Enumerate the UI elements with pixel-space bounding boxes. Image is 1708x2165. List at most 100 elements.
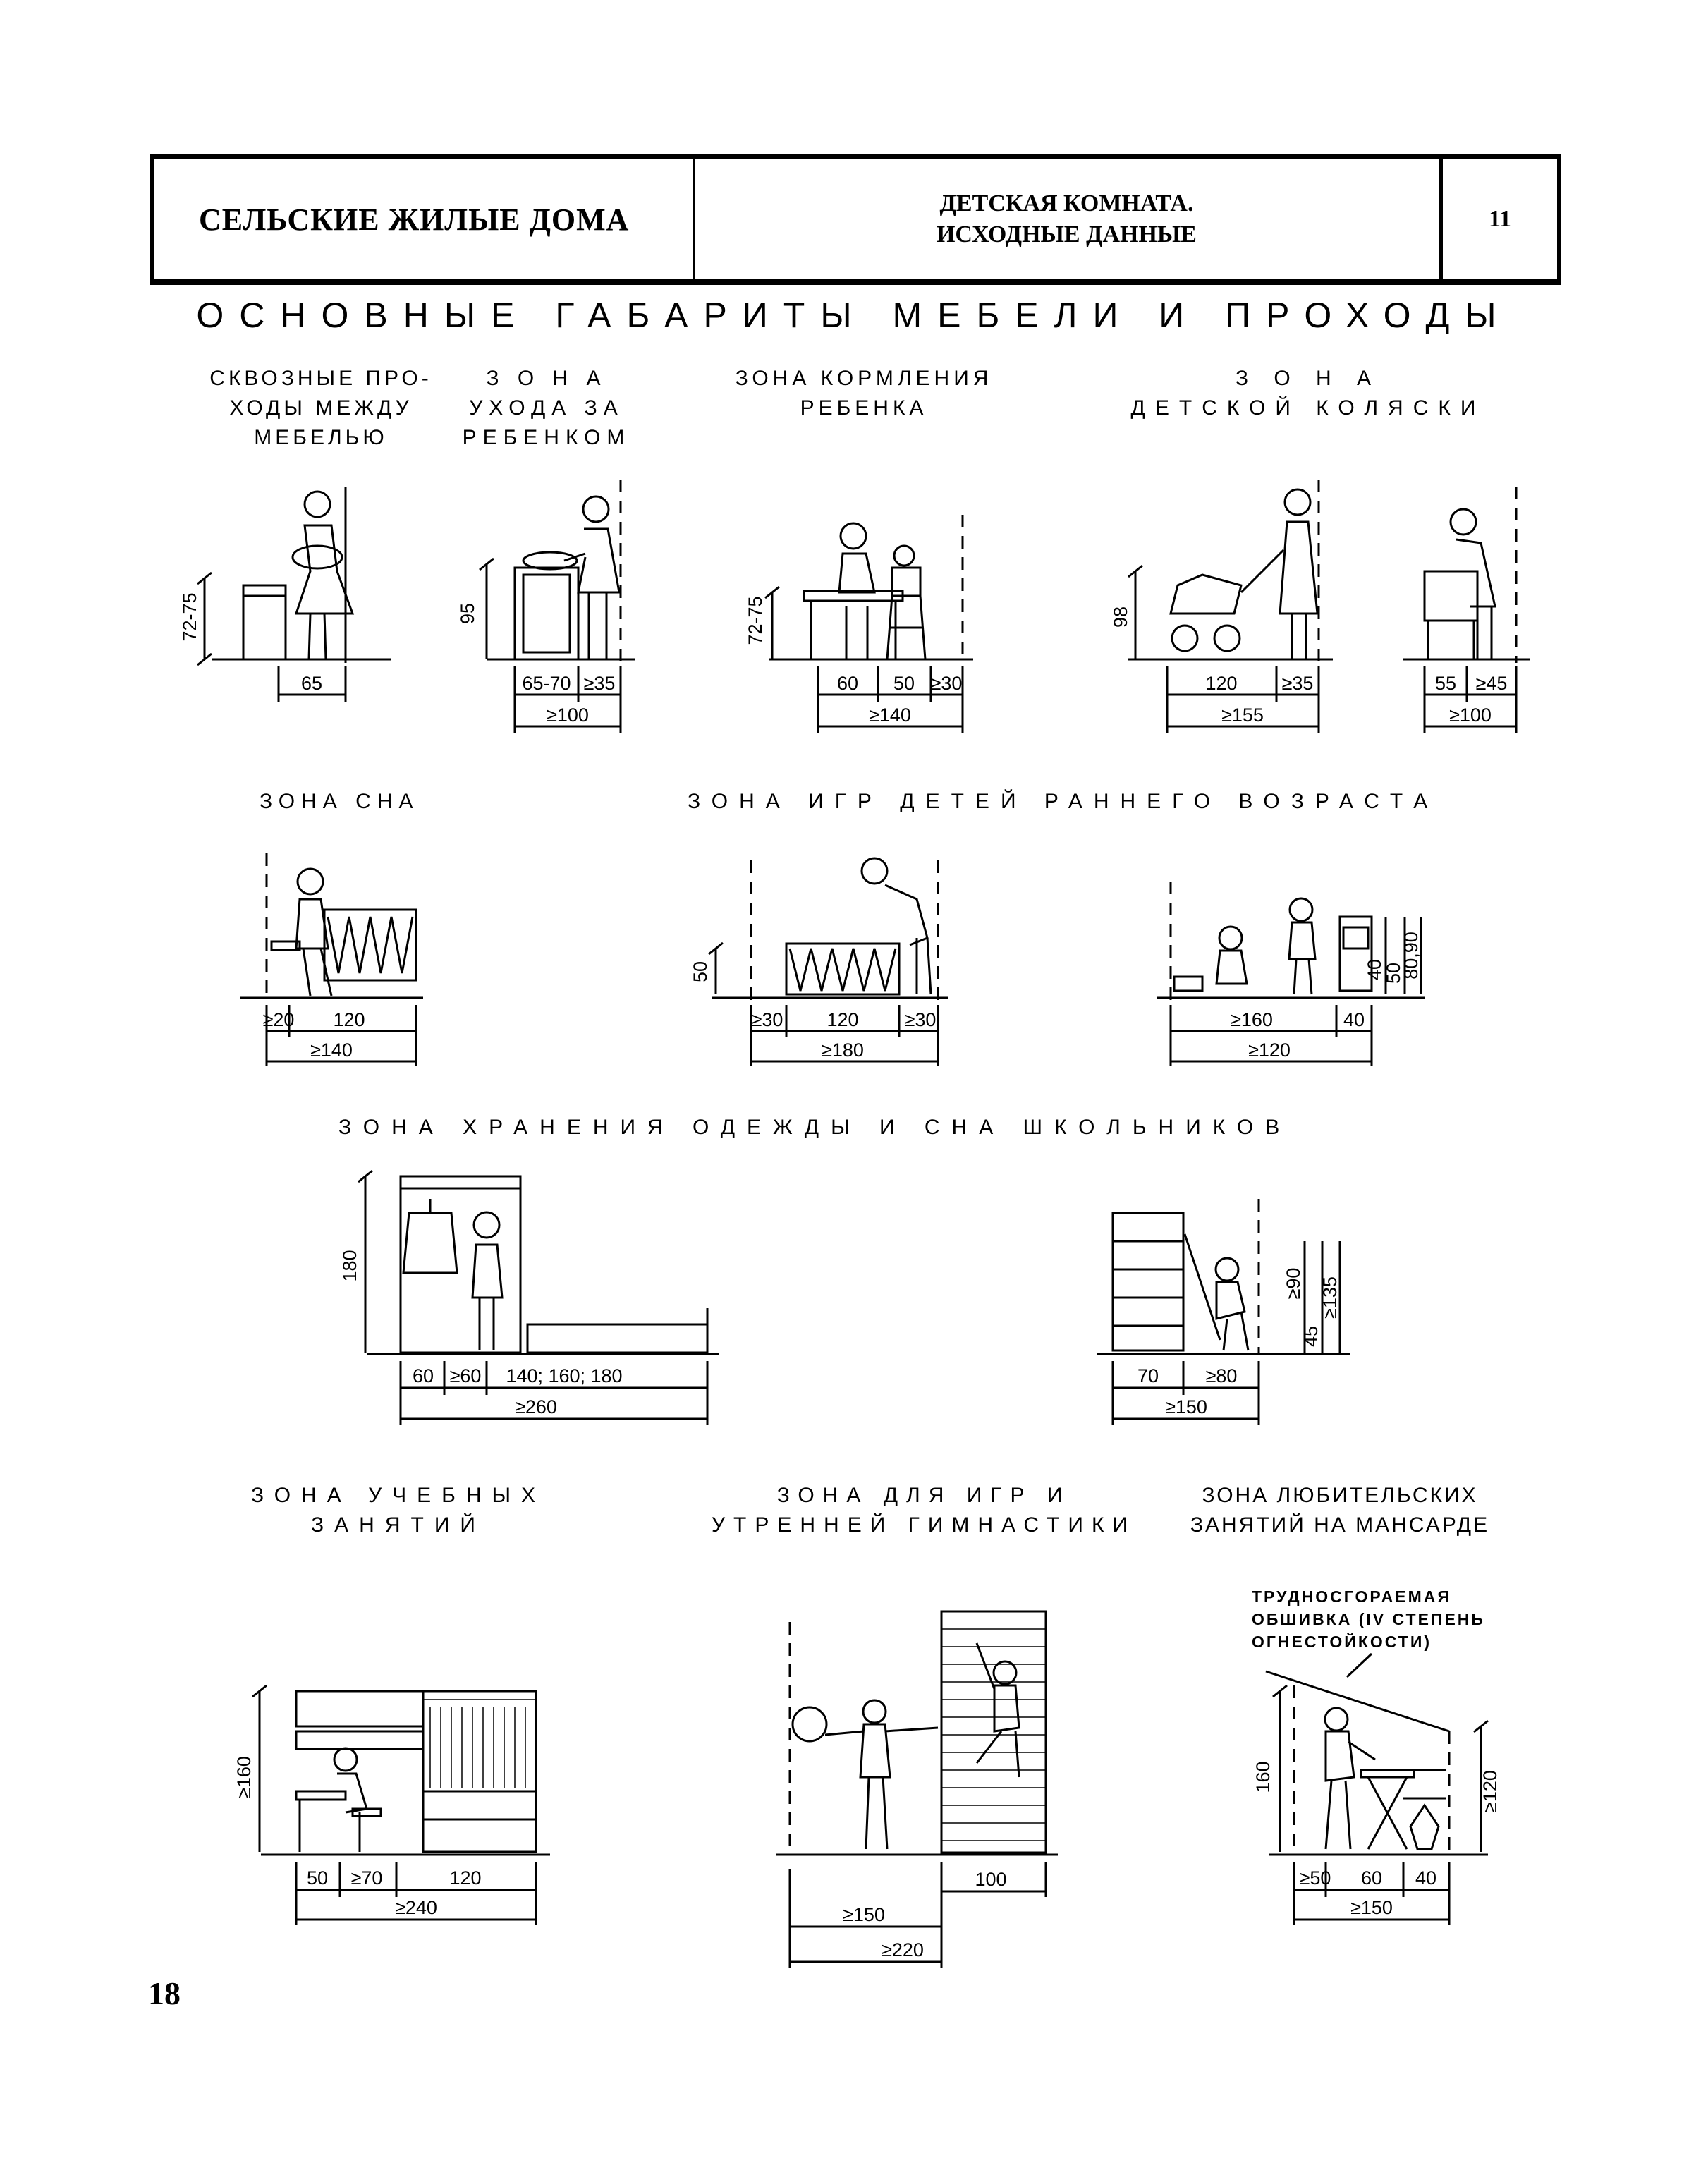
dim-7-total: ≥180 — [822, 1039, 864, 1061]
scene-bunk: ≥90 45 ≥135 70 ≥80 ≥150 — [1097, 1199, 1350, 1425]
dim-5-total: ≥100 — [1449, 705, 1492, 726]
dim-9-total: ≥260 — [515, 1396, 557, 1417]
dim-4-a: 120 — [1205, 673, 1237, 694]
scene-wardrobe-bed: 180 60 ≥60 140; 160; 180 ≥260 — [339, 1169, 719, 1425]
dim-10-b: ≥80 — [1206, 1365, 1238, 1386]
main-title: ОСНОВНЫЕ ГАБАРИТЫ МЕБЕЛИ И ПРОХОДЫ — [196, 295, 1512, 335]
dim-10-h3: ≥135 — [1319, 1276, 1341, 1319]
header-divider-1 — [693, 159, 695, 279]
toddler-figure-1 — [1215, 925, 1248, 985]
sheet-title: ДЕТСКАЯ КОМНАТА. ИСХОДНЫЕ ДАННЫЕ — [937, 188, 1197, 250]
stroller-figure — [1169, 549, 1285, 652]
dim-6-total: ≥140 — [310, 1039, 353, 1061]
toddler-figure-2 — [1288, 897, 1317, 995]
dim-2-b: ≥35 — [584, 673, 616, 694]
schoolboy-figure-1 — [471, 1211, 504, 1350]
woman-figure-3 — [838, 522, 876, 659]
zone-label-study: ЗОНА УЧЕБНЫХ ЗАНЯТИЙ — [250, 1484, 547, 1537]
dim-12-a: 100 — [975, 1869, 1006, 1890]
dim-8-h1: 40 — [1364, 959, 1385, 980]
dim-3-height: 72-75 — [745, 596, 766, 645]
dim-11-c: 120 — [449, 1867, 481, 1889]
dim-9-b: ≥60 — [450, 1365, 482, 1386]
header-title-cell: ДЕТСКАЯ КОМНАТА. ИСХОДНЫЕ ДАННЫЕ — [695, 159, 1439, 279]
scene-feeding: 72-75 60 50 ≥30 ≥140 — [745, 515, 973, 733]
scene-stroller: 98 120 ≥35 ≥155 — [1110, 480, 1333, 733]
dim-11-b: ≥70 — [351, 1867, 383, 1889]
child-figure-wallbars — [975, 1642, 1020, 1778]
sheet-title-line2: ИСХОДНЫЕ ДАННЫЕ — [936, 221, 1197, 248]
zone-label-feeding: ЗОНА КОРМЛЕНИЯ РЕБЕНКА — [735, 367, 993, 420]
dim-2-a: 65-70 — [522, 673, 571, 694]
dim-10-total: ≥150 — [1165, 1396, 1207, 1417]
dim-13-total: ≥150 — [1350, 1897, 1393, 1918]
dim-3-b: 50 — [893, 673, 915, 694]
dim-3-total: ≥140 — [869, 705, 911, 726]
header-left-border — [150, 159, 154, 279]
woman-figure-4 — [1279, 488, 1319, 659]
dim-7-height: 50 — [690, 961, 711, 982]
dim-6-b: 120 — [333, 1009, 365, 1030]
scene-attic: 160 ≥120 ≥50 60 40 ≥150 — [1252, 1652, 1501, 1925]
dim-8-b: 40 — [1343, 1009, 1365, 1030]
dim-7-c: ≥30 — [905, 1009, 937, 1030]
scene-stroller-2: 55 ≥45 ≥100 — [1403, 487, 1530, 733]
dim-9-c: 140; 160; 180 — [506, 1365, 622, 1386]
header-number-cell: 11 — [1443, 159, 1557, 279]
dim-8-total: ≥120 — [1248, 1039, 1291, 1061]
scene-passages: 72-75 65 — [179, 487, 391, 702]
dim-10-a: 70 — [1137, 1365, 1159, 1386]
sheet-title-line1: ДЕТСКАЯ КОМНАТА. — [939, 190, 1194, 216]
dim-7-a: ≥30 — [752, 1009, 783, 1030]
dim-11-total: ≥240 — [395, 1897, 437, 1918]
woman-figure-6 — [270, 867, 333, 996]
dim-4-total: ≥155 — [1221, 705, 1264, 726]
dim-6-a: ≥20 — [263, 1009, 295, 1030]
scene-care: 95 65-70 ≥35 ≥100 — [457, 480, 635, 733]
zone-label-passages: СКВОЗНЫЕ ПРО- ХОДЫ МЕЖДУ МЕБЕЛЬЮ — [209, 367, 432, 449]
zone-label-gym: ЗОНА ДЛЯ ИГР И УТРЕННЕЙ ГИМНАСТИКИ — [711, 1484, 1137, 1537]
dim-13-a: ≥50 — [1300, 1867, 1331, 1889]
dim-4-b: ≥35 — [1282, 673, 1314, 694]
teen-figure-attic — [1324, 1707, 1376, 1850]
dim-12-b: ≥150 — [843, 1904, 885, 1925]
dim-3-a: 60 — [837, 673, 858, 694]
schoolboy-figure-2 — [1214, 1257, 1250, 1351]
dim-4-height: 98 — [1110, 606, 1131, 628]
scene-playpen: 50 ≥30 120 ≥30 ≥180 — [690, 857, 948, 1066]
woman-figure-1 — [291, 490, 355, 660]
dim-13-c: 40 — [1415, 1867, 1436, 1889]
dim-8-h3: 80,90 — [1401, 932, 1422, 980]
dim-1-width: 65 — [301, 673, 322, 694]
dim-7-b: 120 — [826, 1009, 858, 1030]
dim-13-b: 60 — [1361, 1867, 1382, 1889]
dim-9-a: 60 — [413, 1365, 434, 1386]
zone-label-early-play: ЗОНА ИГР ДЕТЕЙ РАННЕГО ВОЗРАСТА — [688, 790, 1439, 813]
zone-label-storage-sleep: ЗОНА ХРАНЕНИЯ ОДЕЖДЫ И СНА ШКОЛЬНИКОВ — [338, 1116, 1292, 1139]
dim-5-b: ≥45 — [1476, 673, 1508, 694]
woman-figure-7 — [860, 857, 932, 995]
page-number: 18 — [148, 1975, 181, 2011]
scene-study: ≥160 50 ≥70 120 ≥240 — [233, 1684, 550, 1925]
header-divider-2 — [1439, 159, 1443, 279]
zone-label-care: З О Н А УХОДА ЗА РЕБЕНКОМ — [462, 367, 631, 449]
fireproof-note: ТРУДНОСГОРАЕМАЯ ОБШИВКА (IV СТЕПЕНЬ ОГНЕ… — [1252, 1587, 1485, 1651]
zone-label-sleep: ЗОНА СНА — [260, 790, 420, 813]
scene-gym: 100 ≥150 ≥220 — [776, 1610, 1058, 1968]
dim-1-height: 72-75 — [179, 592, 200, 641]
jacket-figure — [402, 1199, 458, 1274]
dim-8-h2: 50 — [1383, 963, 1404, 984]
dim-11-a: 50 — [307, 1867, 328, 1889]
dim-13-h2: ≥120 — [1480, 1770, 1501, 1812]
zone-label-stroller: З О Н А ДЕТСКОЙ КОЛЯСКИ — [1130, 367, 1486, 420]
dim-2-height: 95 — [457, 603, 478, 624]
highchair-figure — [886, 544, 927, 660]
header-series-cell: СЕЛЬСКИЕ ЖИЛЫЕ ДОМА — [199, 159, 693, 279]
dim-13-h1: 160 — [1252, 1761, 1274, 1793]
pupil-figure — [333, 1747, 382, 1852]
dim-8-a: ≥160 — [1231, 1009, 1273, 1030]
scene-toddlers: 40 50 80,90 ≥160 40 ≥120 — [1157, 882, 1425, 1066]
dim-3-c: ≥30 — [931, 673, 963, 694]
woman-figure-2 — [563, 495, 621, 659]
